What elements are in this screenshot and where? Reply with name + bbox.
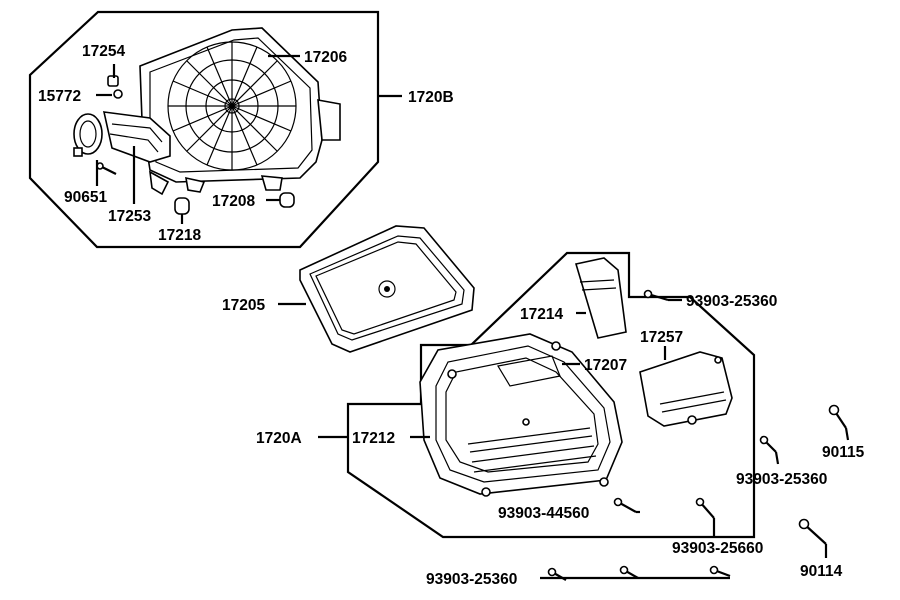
- label-1720a: 1720A: [256, 430, 302, 447]
- leader-lines: [95, 54, 850, 580]
- label-93903-44560: 93903-44560: [498, 505, 589, 522]
- label-93903-25660: 93903-25660: [672, 540, 763, 557]
- clamp-90651: [73, 113, 103, 157]
- bolt-90114: [798, 518, 827, 545]
- label-17206: 17206: [304, 49, 347, 66]
- assembly-1720b-outline: [28, 10, 380, 249]
- label-93903-25360-bottom: 93903-25360: [426, 571, 517, 588]
- label-17205: 17205: [222, 297, 265, 314]
- screw-93903-25360-top: [643, 289, 669, 302]
- cap-17208: [279, 192, 295, 208]
- cap-17218: [174, 197, 190, 215]
- screw-93903-25360-bottom-2: [619, 565, 639, 579]
- label-1720b: 1720B: [408, 89, 454, 106]
- label-17208: 17208: [212, 193, 255, 210]
- screw-93903-25360-bottom-3: [709, 565, 731, 578]
- filter-element-17205: [299, 225, 475, 353]
- label-17212: 17212: [352, 430, 395, 447]
- label-17214: 17214: [520, 306, 563, 323]
- screw-93903-25660: [695, 497, 715, 519]
- leader-93903-25360-right: [774, 451, 780, 465]
- leader-90115: [844, 427, 850, 441]
- screw-93903-25360-right: [759, 435, 777, 453]
- label-93903-25360-top: 93903-25360: [686, 293, 777, 310]
- label-90115: 90115: [822, 444, 865, 461]
- intake-tube-17253: [102, 111, 171, 163]
- label-17218: 17218: [158, 227, 201, 244]
- label-17257: 17257: [640, 329, 683, 346]
- air-cleaner-case-17212: [419, 333, 623, 497]
- label-17207: 17207: [584, 357, 627, 374]
- label-15772: 15772: [38, 88, 81, 105]
- label-17253: 17253: [108, 208, 151, 225]
- clip-15772: [113, 89, 123, 99]
- label-90114: 90114: [800, 563, 843, 580]
- screw-93903-44560: [613, 497, 637, 513]
- label-90651: 90651: [64, 189, 107, 206]
- air-cleaner-case-17206: [139, 27, 341, 196]
- label-93903-25360-right: 93903-25360: [736, 471, 827, 488]
- screw-90651: [96, 162, 117, 175]
- bolt-90115: [828, 404, 847, 429]
- duct-17214: [574, 257, 627, 339]
- cover-17257: [639, 351, 733, 427]
- assembly-1720a-outline: [346, 251, 756, 539]
- label-17254: 17254: [82, 43, 125, 60]
